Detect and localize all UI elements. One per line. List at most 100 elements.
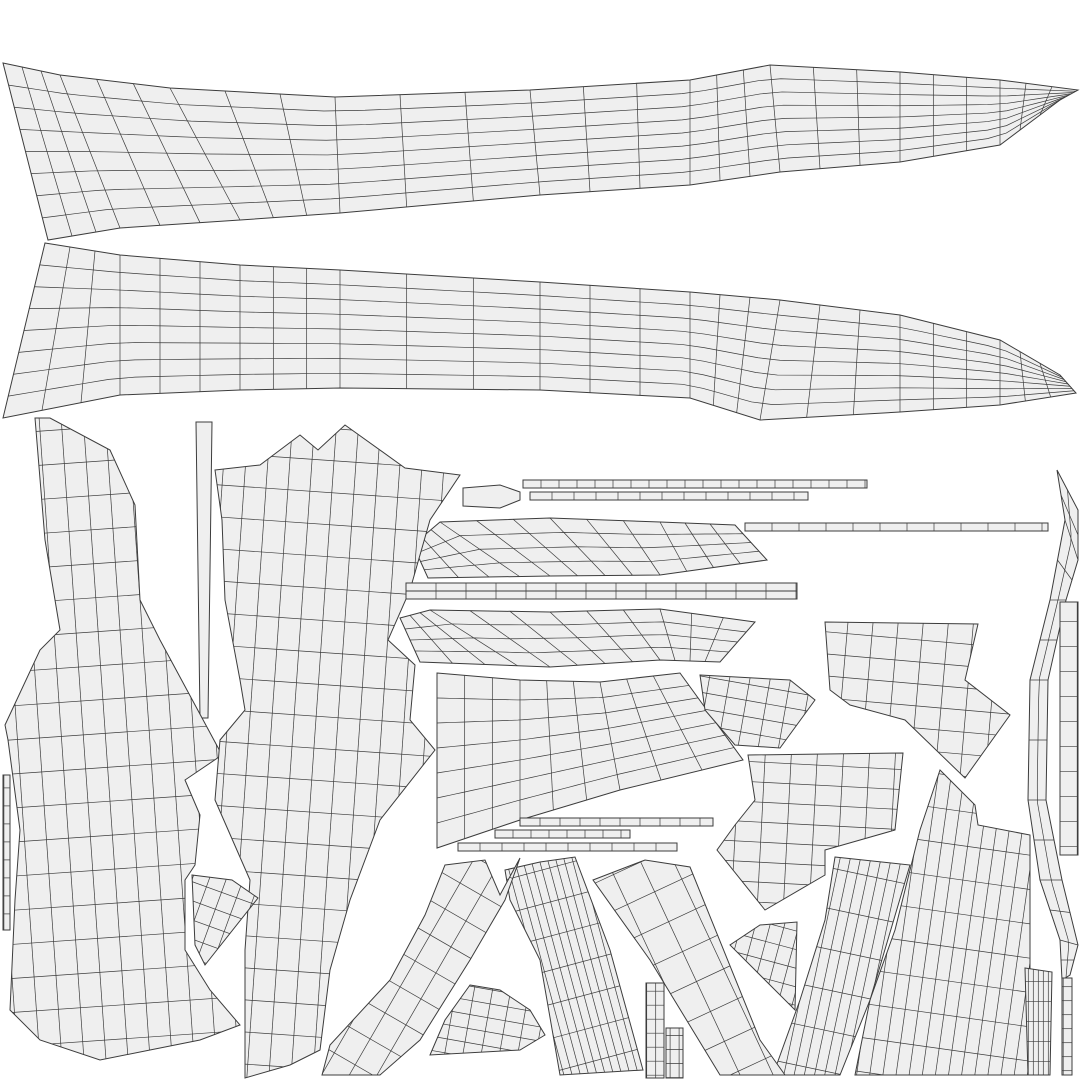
uv-edge [1036, 489, 1072, 978]
uv-edge [215, 484, 460, 503]
uv-edge [626, 678, 662, 781]
uv-edge [759, 299, 781, 421]
uv-edge [194, 875, 229, 965]
uv-island-outline [412, 517, 769, 579]
uv-island-outline [429, 984, 546, 1056]
uv-island-outline [405, 590, 798, 600]
uv-edge [563, 857, 623, 1075]
uv-edge [18, 342, 1071, 387]
uv-edge [825, 697, 1010, 715]
uv-edge [513, 857, 573, 1075]
uv-edge [436, 747, 735, 824]
uv-island [665, 1027, 684, 1079]
uv-edge [5, 723, 240, 741]
uv-edge [25, 94, 1070, 156]
uv-edge [834, 857, 882, 1075]
uv-edge [42, 98, 1063, 219]
uv-edge [192, 875, 212, 927]
uv-edge [192, 881, 258, 906]
uv-island-outline [1059, 601, 1079, 856]
uv-island [2, 242, 1077, 421]
uv-island-outline [457, 842, 678, 852]
uv-edge [424, 550, 760, 571]
uv-edge [416, 532, 744, 554]
uv-edge [769, 64, 781, 173]
uv-edge [312, 425, 359, 1078]
uv-island [1059, 601, 1079, 856]
uv-island-outline [504, 856, 644, 1076]
uv-edge [430, 1021, 545, 1043]
uv-edge [756, 753, 766, 910]
uv-edge [935, 770, 979, 1075]
uv-edge [814, 857, 862, 1075]
uv-island [2, 774, 11, 931]
uv-edge [436, 709, 708, 749]
uv-island-outline [462, 484, 521, 509]
uv-edge [803, 857, 851, 1075]
uv-edge [290, 425, 337, 1078]
uv-island [1024, 967, 1053, 1076]
uv-edge [36, 97, 1065, 197]
uv-edge [599, 681, 621, 791]
uv-edge [572, 681, 588, 801]
uv-edge [1000, 868, 1030, 1075]
uv-strip [522, 479, 868, 489]
uv-edge [376, 858, 503, 1075]
uv-edge [60, 418, 107, 1060]
uv-edge [436, 734, 726, 799]
uv-island-outline [195, 421, 213, 719]
uv-edge [546, 680, 554, 811]
uv-edge [824, 857, 872, 1075]
uv-island-outline [519, 817, 714, 827]
uv-edge [334, 96, 341, 214]
uv-edge [737, 675, 751, 748]
uv-edge [639, 860, 741, 1075]
uv-island-outline [2, 62, 1080, 241]
uv-edge [773, 1059, 844, 1075]
uv-edge [554, 857, 614, 1075]
uv-strip [494, 829, 631, 839]
uv-edge [672, 860, 774, 1075]
uv-edge [855, 967, 1030, 993]
uv-island-outline [1024, 967, 1053, 1076]
uv-island-outline [214, 424, 461, 1079]
uv-island [2, 62, 1080, 241]
uv-edge [959, 622, 974, 778]
uv-edge [653, 675, 703, 771]
uv-strip [405, 582, 798, 592]
uv-edge [23, 324, 1069, 385]
uv-edge [730, 950, 797, 969]
uv-island-outline [716, 752, 904, 911]
uv-edge [104, 418, 151, 1060]
uv-edge [5, 996, 240, 1014]
uv-edge [844, 857, 892, 1075]
uv-edge [31, 95, 1067, 174]
uv-edge [538, 857, 598, 1075]
uv-island-outline [744, 522, 1049, 532]
uv-island-outline [522, 479, 868, 489]
uv-edge [700, 675, 815, 697]
uv-island-outline [1027, 469, 1079, 981]
uv-edge [1059, 939, 1079, 946]
uv-strip [744, 522, 1049, 532]
uv-island [436, 672, 744, 849]
uv-edge [215, 740, 460, 759]
uv-edge [34, 286, 1065, 380]
uv-edge [855, 1036, 1030, 1062]
uv-edge [515, 1067, 520, 1075]
uv-edge [29, 307, 1067, 383]
uv-edge [793, 857, 841, 1075]
uv-edge [778, 675, 792, 748]
uv-island-outline [645, 982, 665, 1079]
uv-island [195, 421, 213, 719]
uv-edge [855, 1001, 1030, 1028]
uv-edge [8, 78, 1076, 112]
uv-edge [322, 1045, 373, 1075]
uv-island [854, 769, 1031, 1076]
uv-island-outline [665, 1027, 684, 1079]
uv-strip [405, 590, 798, 600]
uv-edge [39, 264, 1063, 378]
uv-strip [519, 817, 714, 827]
